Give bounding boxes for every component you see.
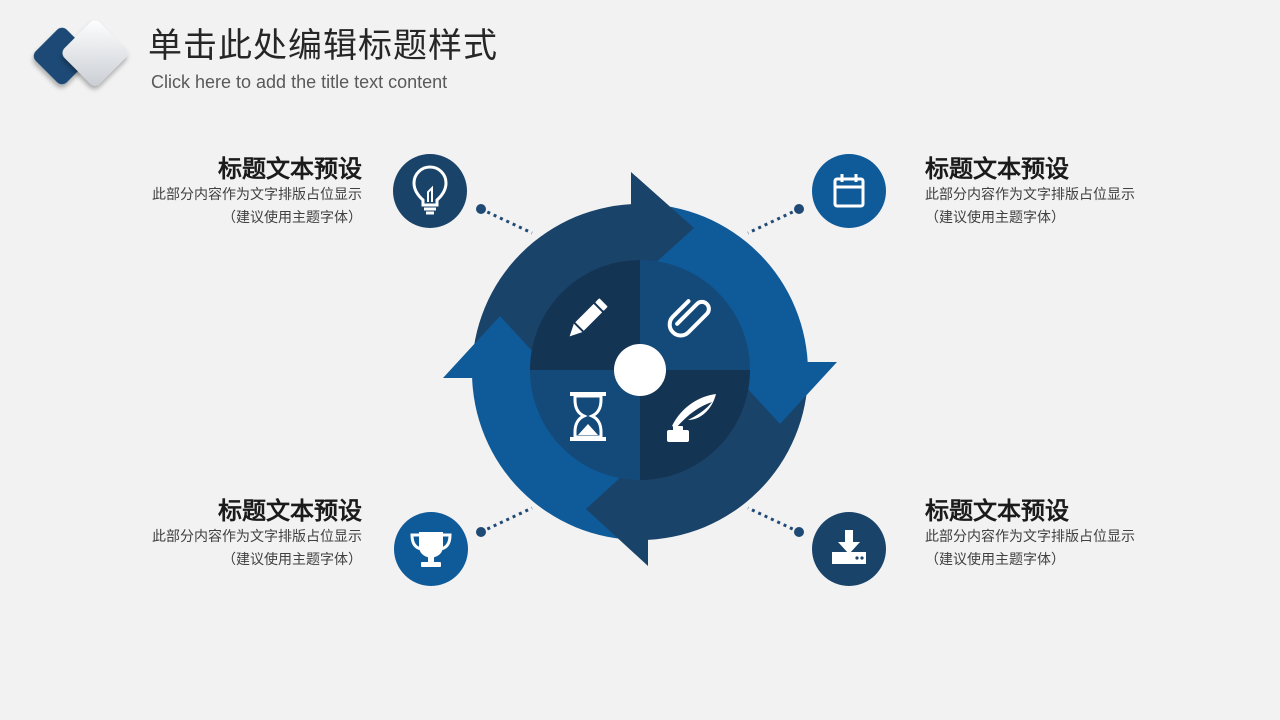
arrowhead-top — [631, 172, 694, 285]
item-top-right: 标题文本预设 此部分内容作为文字排版占位显示 （建议使用主题字体） — [925, 154, 1205, 230]
quill-ink-icon — [667, 394, 716, 442]
item-bottom-left: 标题文本预设 此部分内容作为文字排版占位显示 （建议使用主题字体） — [82, 496, 362, 572]
item-desc-line1: 此部分内容作为文字排版占位显示 — [152, 529, 362, 545]
logo-diamonds — [33, 20, 128, 86]
logo-diamond-silver — [62, 20, 128, 86]
item-desc-line1: 此部分内容作为文字排版占位显示 — [925, 529, 1135, 545]
item-desc-line2: （建议使用主题字体） — [222, 552, 362, 568]
connectors — [480, 207, 800, 534]
connector-dot — [794, 527, 804, 537]
inner-quadrant-bottom-left — [530, 370, 640, 480]
item-title: 标题文本预设 — [218, 155, 362, 183]
paperclip-icon — [667, 299, 711, 338]
item-title: 标题文本预设 — [925, 497, 1069, 525]
hourglass-icon — [570, 392, 606, 441]
inner-quadrant-top-right — [640, 260, 750, 370]
page-subtitle: Click here to add the title text content — [151, 72, 448, 92]
icon-circle-calendar — [812, 154, 886, 228]
center-hole — [614, 344, 666, 396]
item-desc-line1: 此部分内容作为文字排版占位显示 — [925, 187, 1135, 203]
download-icon — [832, 530, 866, 564]
connector-dot — [794, 204, 804, 214]
icon-circle-download — [812, 512, 886, 586]
icon-circle-trophy — [394, 512, 468, 586]
page-title: 单击此处编辑标题样式 — [148, 26, 498, 66]
item-title: 标题文本预设 — [925, 155, 1069, 183]
calendar-icon — [833, 174, 865, 208]
icon-circle-lightbulb — [393, 154, 467, 228]
item-bottom-right: 标题文本预设 此部分内容作为文字排版占位显示 （建议使用主题字体） — [925, 496, 1205, 572]
inner-quadrant-bottom-right — [640, 370, 750, 480]
item-top-left: 标题文本预设 此部分内容作为文字排版占位显示 （建议使用主题字体） — [82, 154, 362, 230]
connector-dot — [476, 527, 486, 537]
lightbulb-icon — [412, 165, 448, 215]
item-title: 标题文本预设 — [218, 497, 362, 525]
arrowhead-bottom — [586, 452, 648, 566]
connector-dot — [476, 204, 486, 214]
item-desc-line2: （建议使用主题字体） — [925, 210, 1065, 226]
connector-bottom-right — [747, 506, 800, 534]
item-desc-line2: （建议使用主题字体） — [925, 552, 1065, 568]
connector-bottom-left — [480, 506, 533, 534]
connector-top-right — [747, 207, 800, 235]
item-desc-line1: 此部分内容作为文字排版占位显示 — [152, 187, 362, 203]
arrowhead-left — [443, 316, 557, 378]
connector-top-left — [480, 207, 533, 235]
trophy-icon — [410, 532, 452, 567]
item-desc-line2: （建议使用主题字体） — [222, 210, 362, 226]
arrowhead-right — [723, 362, 837, 424]
